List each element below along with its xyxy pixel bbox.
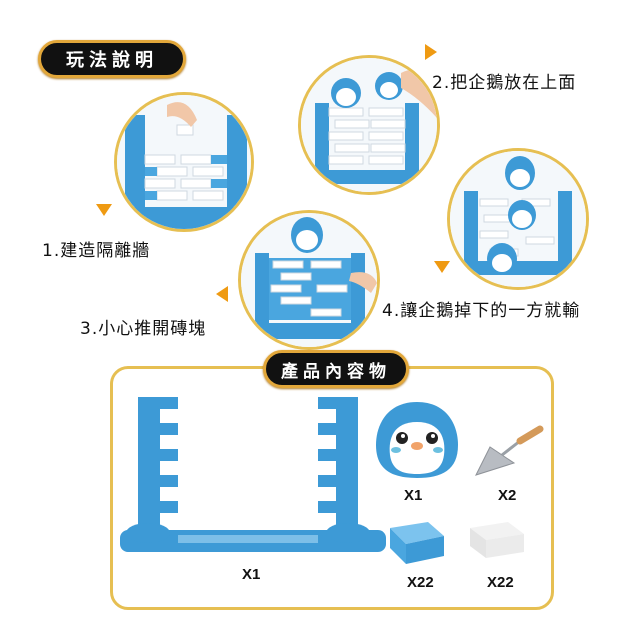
arrow-down-icon	[434, 261, 450, 273]
contents-title: 產品內容物	[281, 361, 391, 382]
blue-brick-qty: X22	[407, 574, 434, 591]
penguin-falling-illustration	[450, 151, 586, 287]
white-brick-qty: X22	[487, 574, 514, 591]
instructions-title-badge: 玩法說明	[38, 40, 186, 78]
step-4-image	[447, 148, 589, 290]
step-4-label: 4.讓企鵝掉下的一方就輸	[382, 301, 581, 321]
trowel-image	[475, 425, 544, 476]
wall-frame-qty: X1	[242, 566, 261, 583]
contents-title-badge: 產品內容物	[263, 350, 409, 388]
instructions-title: 玩法說明	[66, 50, 158, 71]
penguin-qty: X1	[404, 487, 423, 504]
arrow-right-icon	[425, 44, 437, 60]
wall-building-illustration	[117, 95, 251, 229]
pushing-brick-illustration	[241, 213, 377, 347]
wall-frame-image	[120, 397, 386, 552]
step-1-image	[114, 92, 254, 232]
step-3-image	[238, 210, 380, 350]
penguin-on-wall-illustration	[301, 58, 437, 192]
step-2-image	[298, 55, 440, 195]
arrow-left-icon	[216, 286, 228, 302]
step-2-label: 2.把企鵝放在上面	[432, 73, 577, 93]
trowel-qty: X2	[498, 487, 517, 504]
penguin-image	[376, 402, 458, 478]
step-1-label: 1.建造隔離牆	[42, 241, 151, 261]
step-3-label: 3.小心推開磚塊	[80, 319, 207, 339]
white-brick-image	[470, 522, 524, 558]
arrow-down-icon	[96, 204, 112, 216]
blue-brick-image	[390, 522, 444, 564]
